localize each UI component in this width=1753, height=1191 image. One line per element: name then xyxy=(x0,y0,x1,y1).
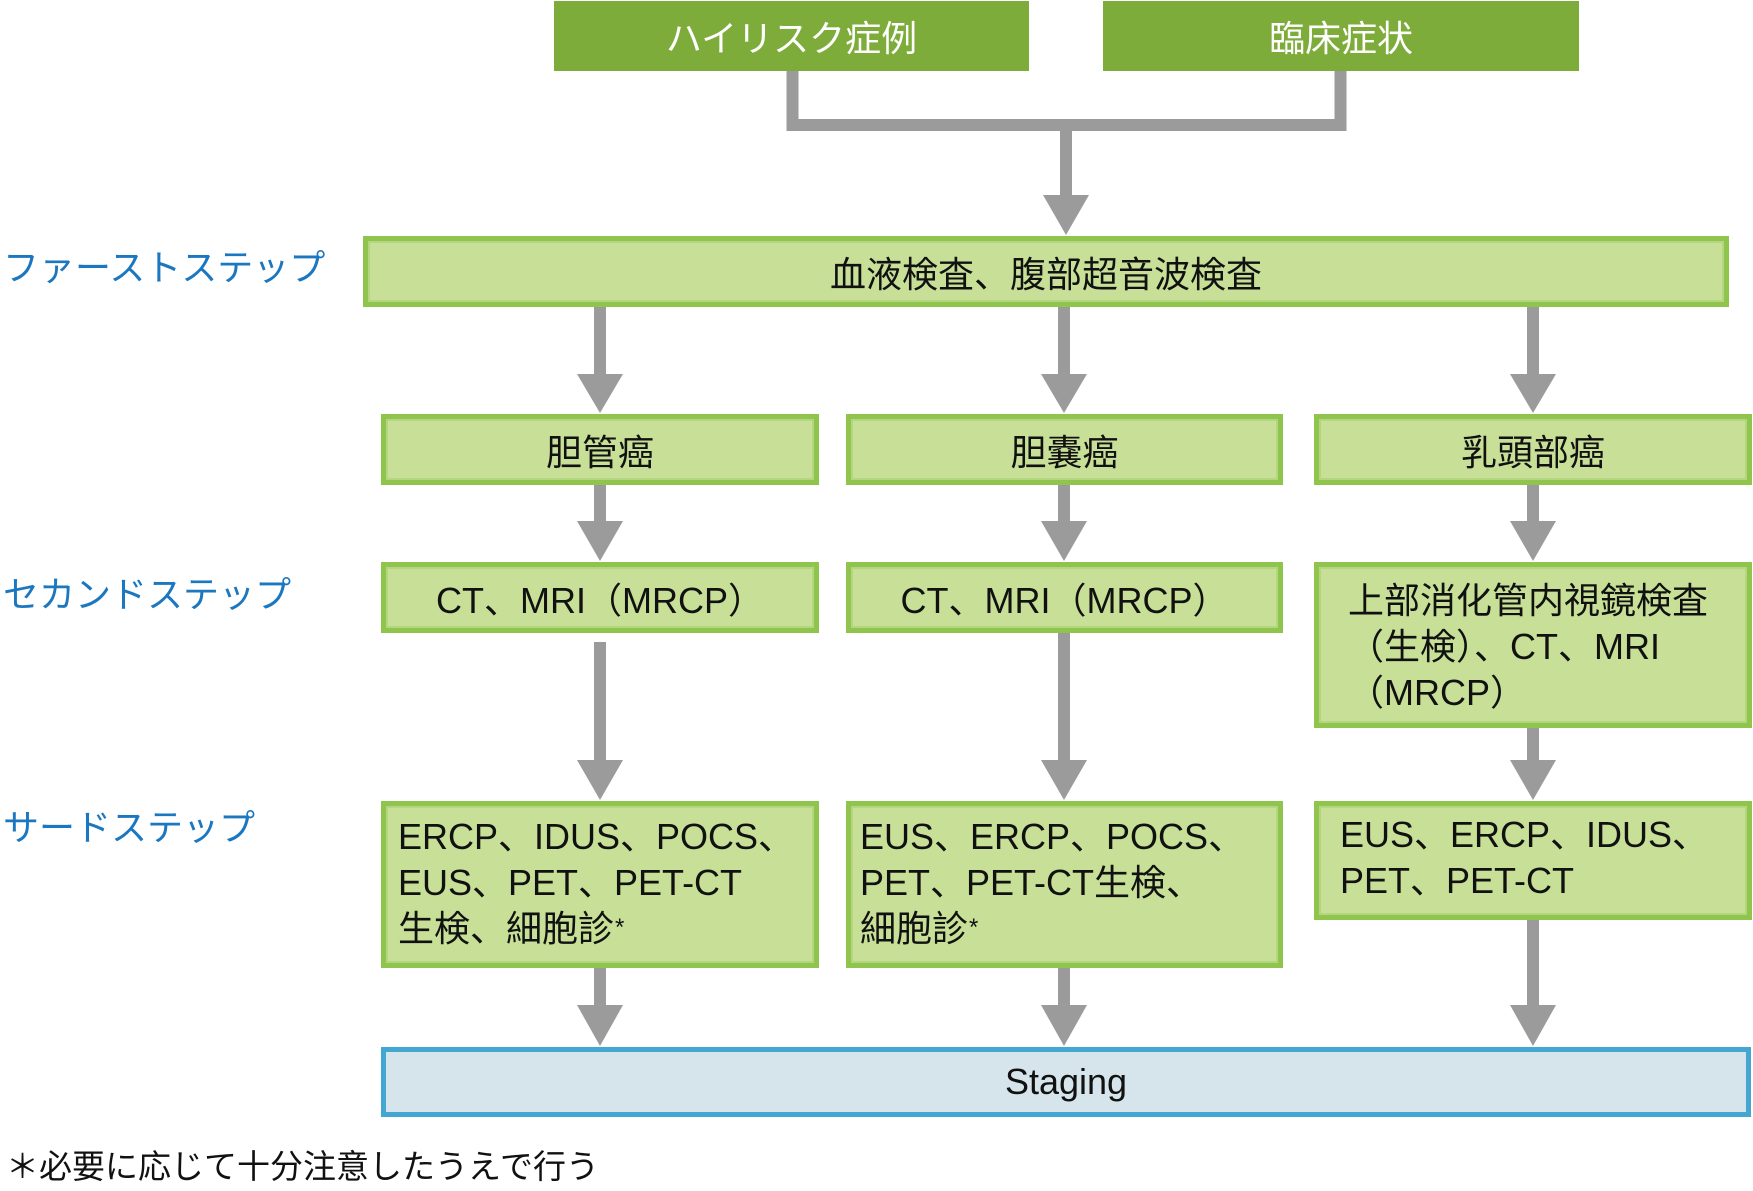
arrow-first-step-to-col2 xyxy=(1041,307,1087,413)
third-step-line: ERCP、IDUS、POCS、 xyxy=(398,816,795,857)
third-step-line: 生検、細胞診* xyxy=(398,906,814,957)
disease-label: 胆管癌 xyxy=(545,431,654,473)
arrow-col2-third-to-staging xyxy=(1041,968,1087,1046)
second-step-line: （生検）、CT、MRI xyxy=(1348,626,1660,667)
merge-connector xyxy=(786,71,1347,131)
footnote-asterisk: * xyxy=(615,914,625,941)
entry-box-high-risk: ハイリスク症例 xyxy=(554,1,1029,71)
entry-label: 臨床症状 xyxy=(1268,18,1413,59)
first-step-label: 血液検査、腹部超音波検査 xyxy=(829,253,1262,295)
entry-box-clinical-symptoms: 臨床症状 xyxy=(1103,1,1579,71)
disease-box-col3: 乳頭部癌 xyxy=(1314,414,1752,485)
second-step-text: CT、MRI（MRCP） xyxy=(900,579,1229,621)
disease-label: 胆嚢癌 xyxy=(1010,431,1119,473)
entry-label: ハイリスク症例 xyxy=(665,18,918,59)
staging-label: Staging xyxy=(1004,1061,1128,1102)
third-step-box-col1: ERCP、IDUS、POCS、 EUS、PET、PET-CT 生検、細胞診* xyxy=(381,801,819,968)
disease-box-col1: 胆管癌 xyxy=(381,414,819,485)
third-step-box-col2: EUS、ERCP、POCS、 PET、PET-CT生検、 細胞診* xyxy=(846,801,1283,968)
arrow-col2-disease-to-second xyxy=(1041,485,1087,561)
step-label-third: サードステップ xyxy=(3,807,256,848)
second-step-line: （MRCP） xyxy=(1348,672,1526,713)
third-step-line: 細胞診* xyxy=(860,906,1278,957)
step-label-second: セカンドステップ xyxy=(3,574,292,615)
footnote-asterisk: * xyxy=(969,914,979,941)
arrow-entry-to-first-step xyxy=(1043,125,1089,235)
arrow-col1-third-to-staging xyxy=(577,968,623,1046)
arrow-col3-disease-to-second xyxy=(1510,485,1556,561)
arrow-col3-third-to-staging xyxy=(1510,920,1556,1046)
second-step-line: 上部消化管内視鏡検査 xyxy=(1348,580,1709,621)
third-step-box-col3: EUS、ERCP、IDUS、 PET、PET-CT xyxy=(1314,801,1752,920)
third-step-line: PET、PET-CT生検、 xyxy=(860,862,1203,903)
third-step-line: EUS、ERCP、IDUS、 xyxy=(1340,814,1709,855)
first-step-box: 血液検査、腹部超音波検査 xyxy=(363,236,1729,307)
arrow-col2-second-to-third xyxy=(1041,633,1087,800)
third-step-line: EUS、PET、PET-CT xyxy=(398,862,743,903)
second-step-box-col2: CT、MRI（MRCP） xyxy=(846,562,1283,633)
step-label-first: ファーストステップ xyxy=(3,247,326,288)
third-step-line: EUS、ERCP、POCS、 xyxy=(860,816,1245,857)
arrow-first-step-to-col1 xyxy=(577,307,623,413)
arrow-first-step-to-col3 xyxy=(1510,307,1556,413)
footnote: ＊必要に応じて十分注意したうえで行う xyxy=(6,1148,600,1185)
second-step-box-col1: CT、MRI（MRCP） xyxy=(381,562,819,633)
arrow-col1-second-to-third xyxy=(577,642,623,800)
staging-box: Staging xyxy=(381,1047,1751,1117)
second-step-text: CT、MRI（MRCP） xyxy=(436,579,764,621)
disease-label: 乳頭部癌 xyxy=(1460,431,1605,473)
arrow-col1-disease-to-second xyxy=(577,485,623,561)
third-step-line-text: 生検、細胞診 xyxy=(398,908,615,949)
third-step-line: PET、PET-CT xyxy=(1340,860,1575,901)
third-step-line-text: 細胞診 xyxy=(860,908,969,949)
arrow-col3-second-to-third xyxy=(1510,728,1556,800)
second-step-box-col3: 上部消化管内視鏡検査 （生検）、CT、MRI （MRCP） xyxy=(1314,562,1752,728)
disease-box-col2: 胆嚢癌 xyxy=(846,414,1283,485)
